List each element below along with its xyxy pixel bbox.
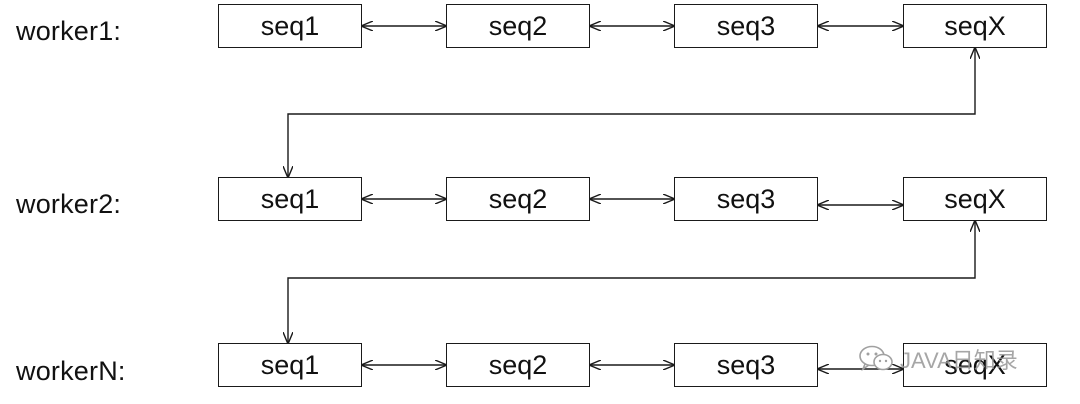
seq-box-w1-seqx: seqX	[903, 4, 1047, 48]
seq-box-w2-seqx: seqX	[903, 177, 1047, 221]
seq-box-wn-seq2: seq2	[446, 343, 590, 387]
connector-w2-to-wn	[288, 221, 975, 343]
seq-box-w1-seq2: seq2	[446, 4, 590, 48]
worker-label-2: worker2:	[16, 189, 122, 219]
seq-box-w2-seq1: seq1	[218, 177, 362, 221]
worker-label-n: workerN:	[16, 356, 126, 386]
seq-box-w2-seq3: seq3	[674, 177, 818, 221]
seq-box-wn-seq3: seq3	[674, 343, 818, 387]
seq-box-wn-seqx: seqX	[903, 343, 1047, 387]
seq-box-w1-seq1: seq1	[218, 4, 362, 48]
watermark: JAVA日知录	[858, 344, 1018, 374]
seq-box-w2-seq2: seq2	[446, 177, 590, 221]
seq-box-w1-seq3: seq3	[674, 4, 818, 48]
connector-w1-to-w2	[288, 48, 975, 177]
seq-box-wn-seq1: seq1	[218, 343, 362, 387]
wechat-icon	[859, 345, 893, 372]
worker-label-1: worker1:	[16, 16, 122, 46]
watermark-text: JAVA日知录	[900, 348, 1018, 373]
